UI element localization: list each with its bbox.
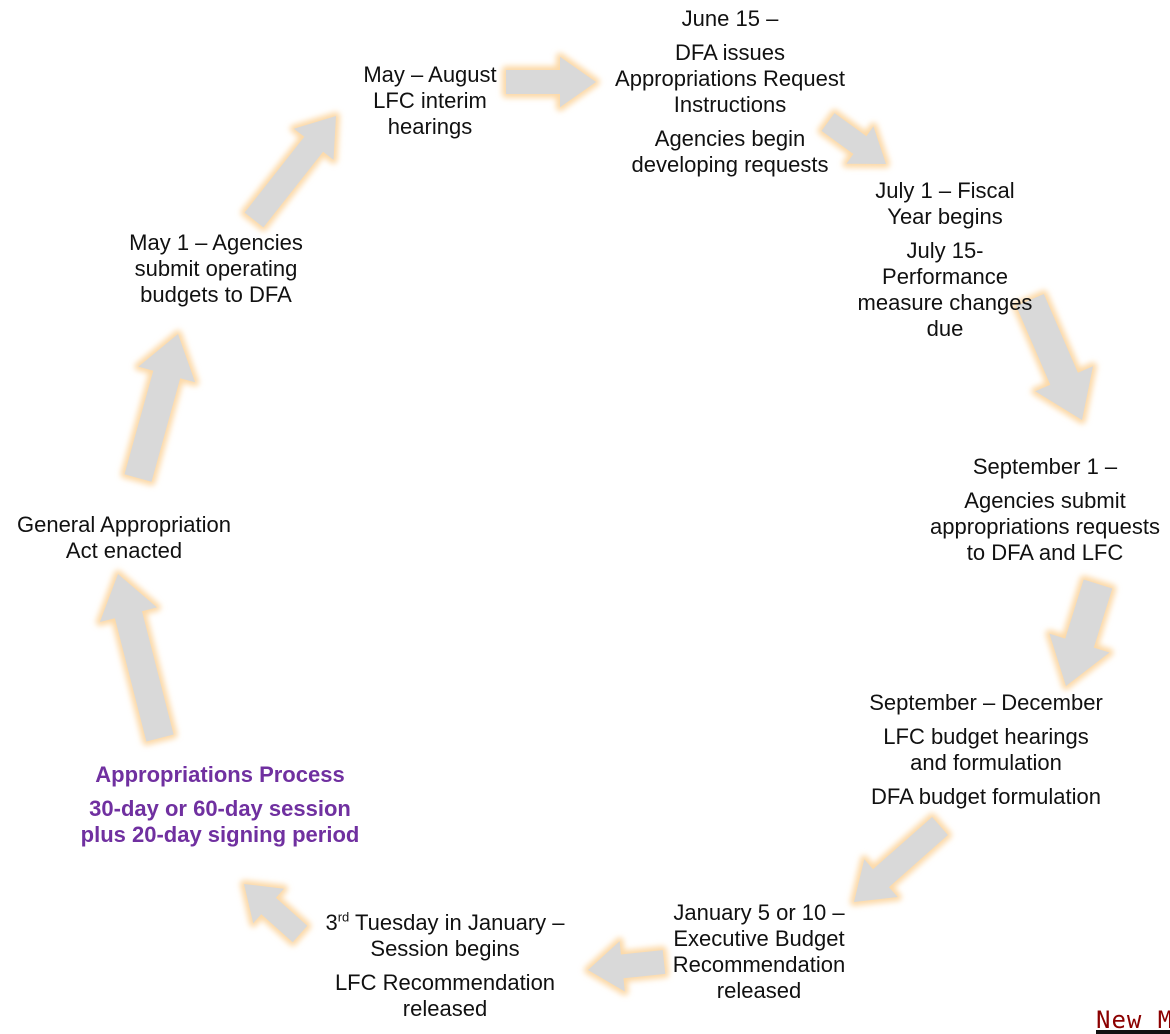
node-july-15-line: July 15-	[906, 238, 984, 263]
node-september-december: September – December LFC budget hearings…	[848, 690, 1124, 810]
node-january-5-line: Executive Budget	[673, 926, 845, 951]
node-may-august-line: LFC interim	[373, 88, 487, 113]
ordinal-suffix: rd	[337, 909, 350, 925]
node-june-15: June 15 – DFA issues Appropriations Requ…	[600, 6, 860, 178]
arrow-june15-to-july1-body	[821, 113, 886, 164]
node-july-15-line: due	[926, 316, 964, 341]
arrow-may1-to-mayaug-body	[244, 116, 336, 228]
node-september-1-title: September 1 –	[972, 454, 1118, 479]
node-may-1-line: May 1 – Agencies	[129, 230, 303, 255]
node-july-1-line: Year begins	[887, 204, 1003, 229]
process-line: 30-day or 60-day session	[89, 796, 351, 821]
node-september-1-line: appropriations requests	[930, 514, 1160, 539]
brand-bar	[1096, 1030, 1170, 1034]
brand-logo-text: New M	[1096, 1006, 1170, 1034]
arrow-septdec-to-january5-body	[854, 817, 948, 902]
arrow-gaa-to-may1	[120, 330, 200, 486]
node-general-appropriation-act: General Appropriation Act enacted	[4, 512, 244, 564]
arrow-july-to-september-body	[1016, 294, 1093, 420]
node-may-1: May 1 – Agencies submit operating budget…	[100, 230, 332, 308]
node-general-appropriation-line: General Appropriation	[16, 512, 232, 537]
ordinal-rest: Tuesday in January –	[349, 910, 565, 935]
arrow-thirdtuesday-to-process-body	[244, 884, 308, 943]
node-july-1-line: July 1 – Fiscal	[875, 178, 1015, 203]
node-january-5: January 5 or 10 – Executive Budget Recom…	[654, 900, 864, 1004]
node-september-1: September 1 – Agencies submit appropriat…	[922, 454, 1168, 566]
arrow-septdec-to-january5	[850, 813, 952, 906]
arrow-may1-to-mayaug	[240, 112, 340, 232]
arrow-mayaug-to-june15	[502, 52, 600, 112]
node-june-15-line: DFA issues	[674, 40, 786, 65]
node-may-august: May – August LFC interim hearings	[344, 62, 516, 140]
node-september-december-line: and formulation	[910, 750, 1062, 775]
arrow-september-to-septdec-body	[1049, 579, 1113, 686]
node-may-1-line: budgets to DFA	[140, 282, 292, 307]
process-title: Appropriations Process	[95, 762, 345, 787]
arrow-september-to-septdec	[1045, 575, 1117, 690]
node-third-tuesday: 3rd Tuesday in January – Session begins …	[300, 910, 590, 1022]
node-third-tuesday-line: released	[402, 996, 488, 1021]
node-may-august-line: hearings	[387, 114, 473, 139]
node-may-august-line: May – August	[363, 62, 497, 87]
node-september-1-line: Agencies submit	[964, 488, 1126, 513]
arrow-process-to-gaa	[95, 570, 178, 746]
node-june-15-line: Agencies begin	[654, 126, 806, 151]
node-january-5-line: released	[716, 978, 802, 1003]
node-appropriations-process: Appropriations Process 30-day or 60-day …	[60, 762, 380, 848]
node-september-1-line: to DFA and LFC	[966, 540, 1124, 565]
node-july-1: July 1 – Fiscal Year begins July 15- Per…	[850, 178, 1040, 342]
node-september-december-line: LFC budget hearings	[883, 724, 1089, 749]
arrow-june15-to-july1	[817, 109, 890, 168]
arrow-process-to-gaa-body	[99, 574, 174, 742]
node-third-tuesday-line: LFC Recommendation	[334, 970, 556, 995]
node-january-5-line: Recommendation	[672, 952, 846, 977]
node-third-tuesday-line: Session begins	[370, 936, 520, 961]
arrow-gaa-to-may1-body	[124, 334, 196, 482]
arrow-july-to-september	[1012, 290, 1097, 424]
arrow-january5-to-thirdtuesday	[584, 937, 670, 996]
node-june-15-title: June 15 –	[681, 6, 779, 31]
node-july-15-line: measure changes	[857, 290, 1033, 315]
arrow-mayaug-to-june15-body	[506, 56, 596, 108]
node-general-appropriation-line: Act enacted	[65, 538, 183, 563]
node-january-5-line: January 5 or 10 –	[673, 900, 845, 925]
node-june-15-line: developing requests	[631, 152, 829, 177]
process-line: plus 20-day signing period	[80, 822, 360, 847]
ordinal-number: 3	[325, 910, 338, 935]
arrow-january5-to-thirdtuesday-body	[588, 941, 666, 992]
node-june-15-line: Instructions	[673, 92, 787, 117]
arrow-thirdtuesday-to-process	[240, 880, 312, 947]
node-june-15-line: Appropriations Request	[615, 66, 845, 91]
node-july-15-line: Performance	[882, 264, 1008, 289]
node-september-december-title: September – December	[869, 690, 1103, 715]
node-september-december-line: DFA budget formulation	[871, 784, 1101, 809]
node-third-tuesday-title: 3rd Tuesday in January –	[300, 910, 590, 936]
node-may-1-line: submit operating	[134, 256, 298, 281]
